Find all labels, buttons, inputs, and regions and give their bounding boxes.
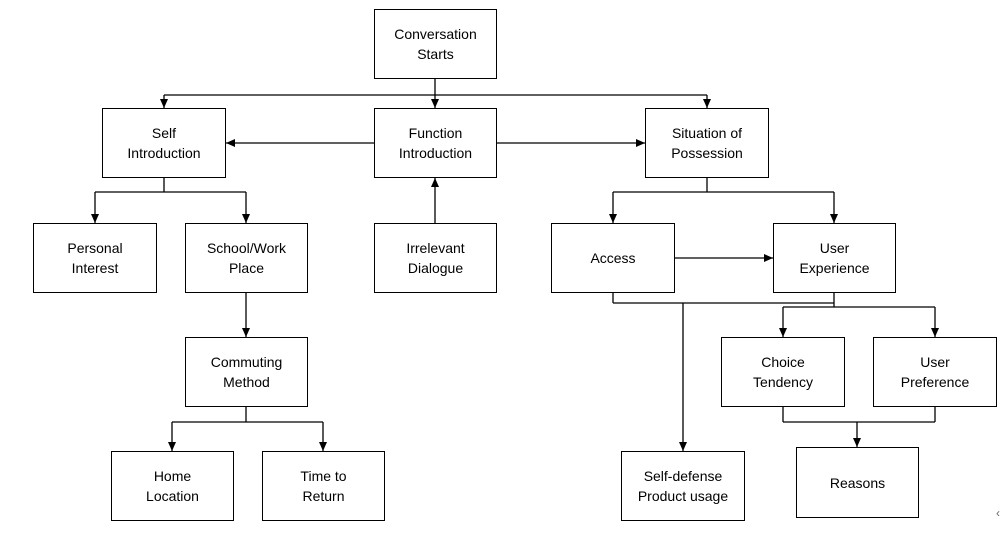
node-commuting-method: Commuting Method	[185, 337, 308, 407]
node-access: Access	[551, 223, 675, 293]
node-time-to-return: Time to Return	[262, 451, 385, 521]
node-user-preference: User Preference	[873, 337, 997, 407]
node-user-experience: User Experience	[773, 223, 896, 293]
node-personal-interest: Personal Interest	[33, 223, 157, 293]
node-school-work-place: School/Work Place	[185, 223, 308, 293]
node-situation-of-possession: Situation of Possession	[645, 108, 769, 178]
node-self-introduction: Self Introduction	[102, 108, 226, 178]
node-conversation-starts: Conversation Starts	[374, 9, 497, 79]
node-reasons: Reasons	[796, 447, 919, 518]
node-choice-tendency: Choice Tendency	[721, 337, 845, 407]
node-home-location: Home Location	[111, 451, 234, 521]
node-irrelevant-dialogue: Irrelevant Dialogue	[374, 223, 497, 293]
resize-handle-icon: ‹	[996, 506, 1000, 520]
node-self-defense-product-usage: Self-defense Product usage	[621, 451, 745, 521]
node-function-introduction: Function Introduction	[374, 108, 497, 178]
